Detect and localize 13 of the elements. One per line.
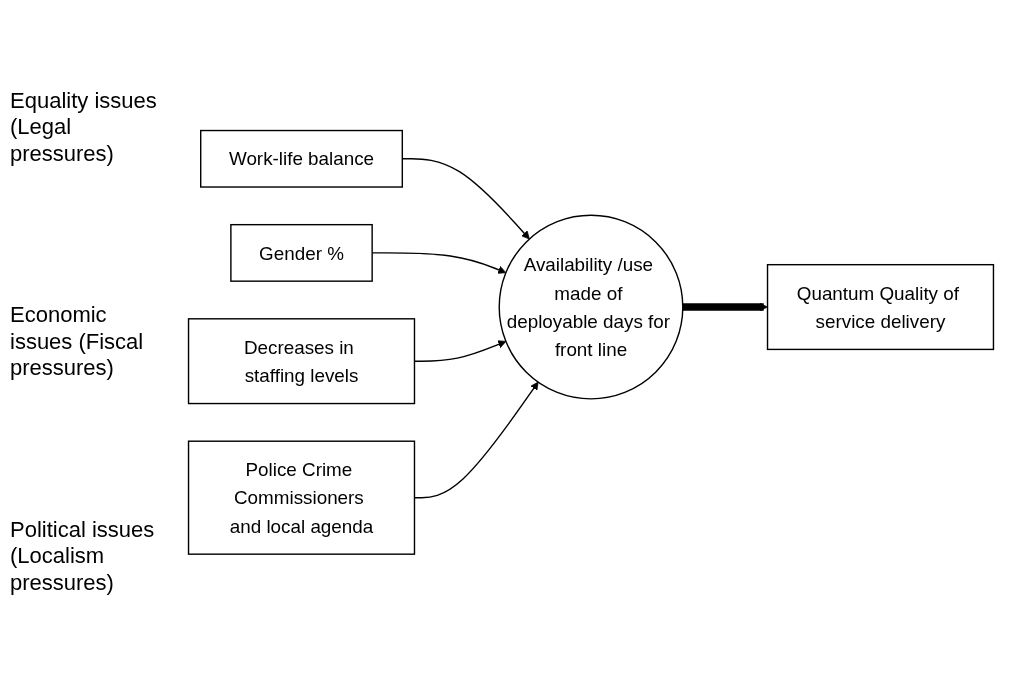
node-circle: Availability /use made of deployable days for front line	[498, 214, 683, 400]
arrow	[413, 340, 506, 362]
arrow	[682, 302, 768, 311]
side-label: Economic issues (Fiscal pressures)	[10, 302, 145, 382]
node-box: Quantum Quality of service delivery	[766, 263, 994, 350]
side-label: Political issues (Localism pressures)	[10, 517, 156, 597]
arrow	[413, 381, 539, 499]
arrow	[401, 157, 530, 239]
node-box: Gender %	[229, 223, 373, 282]
node-box: Police Crime Commissioners and local agenda	[187, 440, 415, 555]
node-box: Decreases in staffing levels	[187, 317, 415, 404]
node-box: Work-life balance	[199, 129, 403, 188]
side-label: Equality issues (Legal pressures)	[10, 87, 158, 167]
